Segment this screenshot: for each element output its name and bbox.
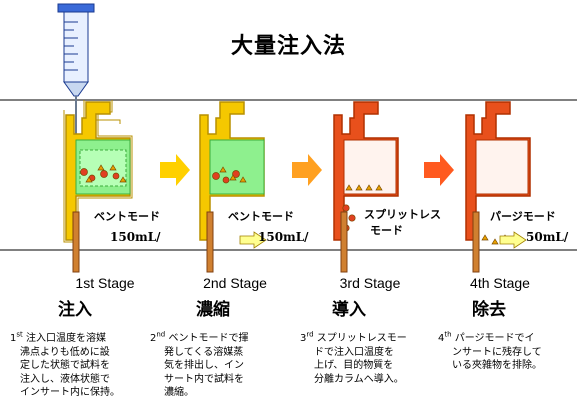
stage3-injector <box>333 101 399 273</box>
stage1-description: 1st 注入口温度を溶媒 沸点よりも低めに設 定した状態で試料を 注入し、液体状… <box>10 330 120 398</box>
stage4-injector <box>465 101 531 273</box>
stage1-flow: 150mL/ <box>110 230 161 244</box>
stage-arrow-3 <box>424 154 454 186</box>
stage2-label: 2nd Stage <box>203 275 267 291</box>
stage1-name: 注入 <box>58 300 92 320</box>
stage1-label: 1st Stage <box>75 275 135 291</box>
stage3-name: 導入 <box>332 300 366 320</box>
stage4-mode: パージモード <box>490 210 556 223</box>
vent-arrow-2 <box>239 231 267 249</box>
stage2-flow: 150mL/ <box>258 230 309 244</box>
stage4-flow: 50mL/ <box>526 230 569 244</box>
stage3-mode-line2: モード <box>370 224 403 237</box>
purge-arrow-4 <box>499 231 527 249</box>
stage2-name: 濃縮 <box>196 300 230 320</box>
stage-arrow-1 <box>160 154 190 186</box>
diagram-title: 大量注入法 <box>230 34 346 59</box>
stage4-label: 4th Stage <box>470 275 530 291</box>
stage4-description: 4th パージモードでイ ンサートに残存して いる夾雑物を排除。 <box>438 330 542 371</box>
stage1-mode: ベントモード <box>94 210 160 223</box>
stage3-mode-line1: スプリットレス <box>364 208 441 221</box>
stage3-label: 3rd Stage <box>339 275 401 291</box>
stage1-injector <box>63 100 133 273</box>
stage2-mode: ベントモード <box>228 210 294 223</box>
stage3-description: 3rd スプリットレスモー ドで注入口温度を 上げ、目的物質を 分離カラムへ導入… <box>300 330 407 385</box>
stage2-description: 2nd ベントモードで揮 発してくる溶媒蒸 気を排出し、イン サート内で試料を … <box>150 330 249 398</box>
stage2-injector <box>199 101 265 273</box>
stage4-name: 除去 <box>472 300 506 320</box>
syringe-icon <box>57 3 95 153</box>
stage-arrow-2 <box>292 154 322 186</box>
